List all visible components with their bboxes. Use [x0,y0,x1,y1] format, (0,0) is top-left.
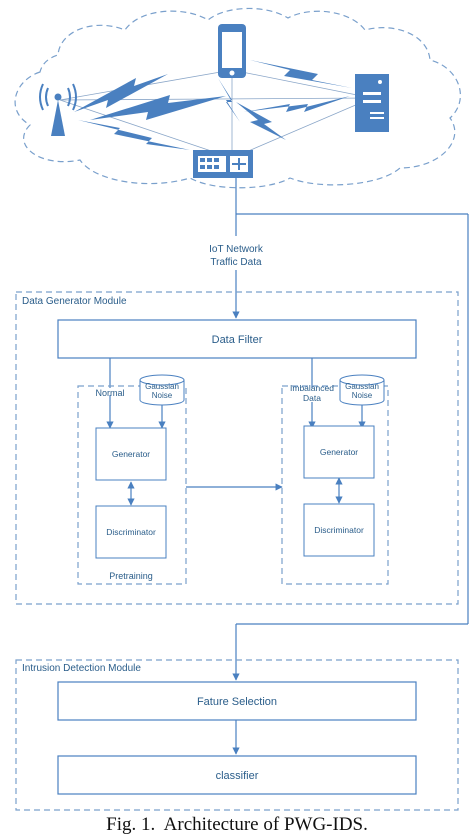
figure-caption: Fig. 1. Architecture of PWG-IDS. [106,814,368,835]
network-switch-icon [193,150,253,178]
discriminator-left-label: Discriminator [106,527,156,537]
imbalanced-label-line2: Data [303,393,321,403]
antenna-tower-icon [39,83,77,136]
generator-right-box [303,425,375,479]
discriminator-right-label: Discriminator [314,525,364,535]
intrusion-detection-title: Intrusion Detection Module [22,663,141,674]
feature-selection-label: Fature Selection [197,696,277,708]
discriminator-right-box [303,503,375,557]
gaussian-noise-left-line2: Noise [152,391,173,400]
data-generator-module [15,291,459,605]
gaussian-noise-left: Gaussian Noise [139,374,185,406]
gaussian-noise-right: Gaussian Noise [339,374,385,406]
discriminator-left-box [95,505,167,559]
imbalanced-label-line1: Imbalanced [290,383,334,393]
generator-right-label: Generator [320,447,358,457]
lightning-link-icon [74,60,352,150]
pretraining-gan-group [77,385,187,585]
pretraining-label: Pretraining [109,571,153,581]
normal-label: Normal [95,388,124,398]
intrusion-detection-module [15,659,459,811]
network-cloud [14,7,461,189]
generator-left-label: Generator [112,449,150,459]
traffic-label-line1: IoT Network [209,244,264,255]
data-filter-box [57,319,417,359]
smartphone-icon [218,24,246,78]
imbalanced-gan-group [281,385,389,585]
traffic-label-line2: Traffic Data [210,257,262,268]
classifier-label: classifier [216,770,259,782]
classifier-box [57,755,417,795]
generator-left-box [95,427,167,481]
data-filter-label: Data Filter [212,334,263,346]
gaussian-noise-right-line1: Gaussian [345,382,379,391]
gaussian-noise-right-line2: Noise [352,391,373,400]
data-generator-title: Data Generator Module [22,296,127,307]
flow-lines [106,178,469,755]
server-icon [355,74,389,132]
gaussian-noise-left-line1: Gaussian [145,382,179,391]
feature-selection-box [57,681,417,721]
